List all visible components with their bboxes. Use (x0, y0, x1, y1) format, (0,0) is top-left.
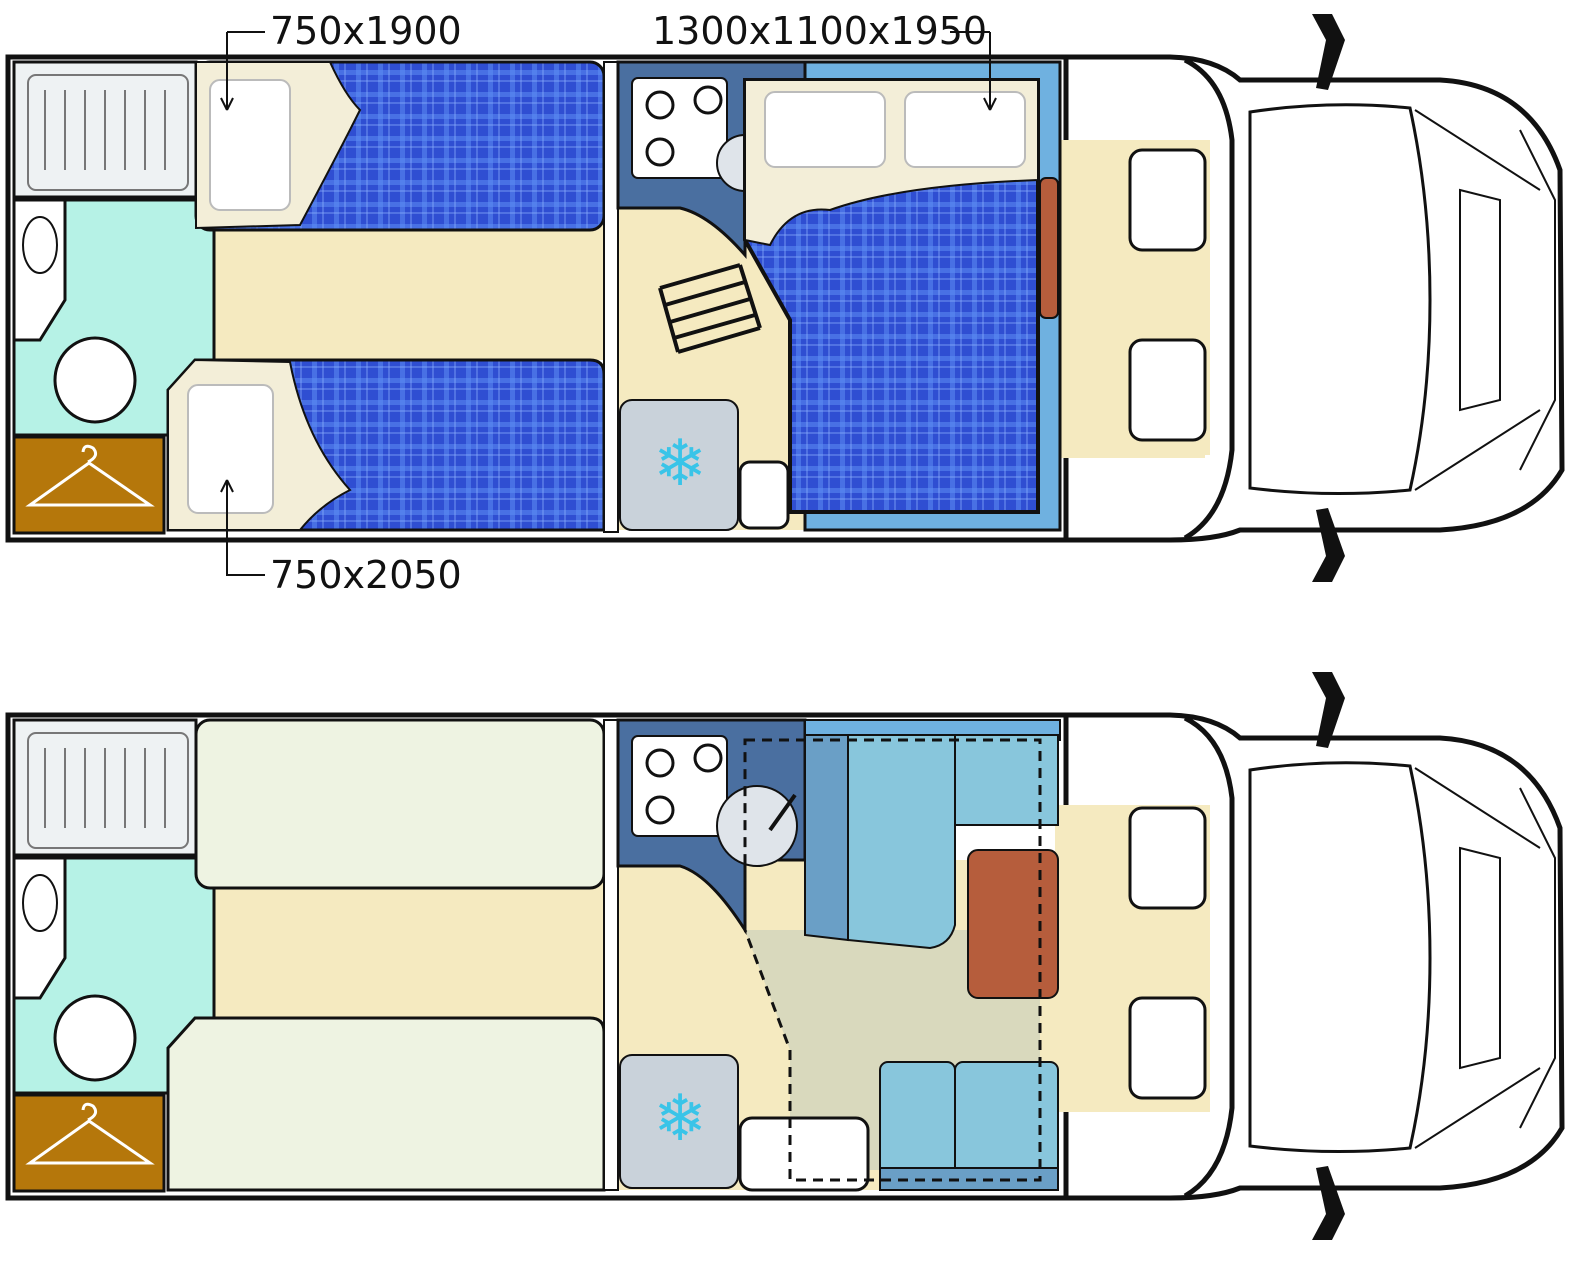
kitchen: ❄ (616, 718, 870, 1192)
single-bed-upper-day (194, 718, 606, 890)
cab-seat-icon (1128, 806, 1207, 910)
pillow (764, 91, 886, 168)
single-bed-lower (166, 358, 606, 532)
mirror-icon (1312, 1166, 1345, 1240)
wardrobe (12, 435, 166, 535)
pillow (209, 79, 291, 211)
pillow (904, 91, 1026, 168)
mirror-icon (1312, 508, 1345, 582)
coat-hanger-icon (25, 1102, 155, 1165)
table (1039, 177, 1059, 319)
cab-seat-icon (1128, 148, 1207, 252)
toilet-icon (53, 336, 137, 424)
shower-tray-icon (27, 74, 189, 191)
dinette (743, 719, 1061, 1191)
single-bed-lower-day (166, 1016, 606, 1192)
snowflake-icon: ❄ (653, 427, 707, 501)
cab-seat-icon (1128, 996, 1207, 1100)
hob-icon (631, 735, 728, 837)
snowflake-icon: ❄ (653, 1082, 707, 1156)
dimension-label-lower-bed: 750x2050 (270, 553, 462, 597)
wardrobe (12, 1093, 166, 1193)
washbasin-icon (22, 216, 58, 274)
washbasin-icon (22, 874, 58, 932)
single-bed-upper (194, 60, 606, 232)
mirror-icon (1312, 672, 1345, 748)
fridge (619, 399, 739, 531)
dimension-label-upper-bed: 750x1900 (270, 9, 462, 53)
hob-icon (631, 77, 728, 179)
sink-icon (716, 785, 798, 867)
table (967, 849, 1059, 999)
night-layout: ❄ 750x1900 1300x1100x1950 750x2050 (5, 9, 1565, 597)
shower-tray-icon (27, 732, 189, 849)
dimension-label-double-bed: 1300x1100x1950 (652, 9, 987, 53)
mirror-icon (1312, 14, 1345, 90)
cab-seat-icon (1128, 338, 1207, 442)
coat-hanger-icon (25, 444, 155, 507)
toilet-icon (53, 994, 137, 1082)
bathroom (12, 60, 216, 535)
floor-area (210, 140, 1210, 530)
double-bed (743, 60, 1062, 532)
pillow (187, 384, 274, 514)
ladder-icon (658, 263, 762, 354)
day-layout: ❄ (5, 672, 1565, 1240)
fridge (619, 1054, 739, 1189)
